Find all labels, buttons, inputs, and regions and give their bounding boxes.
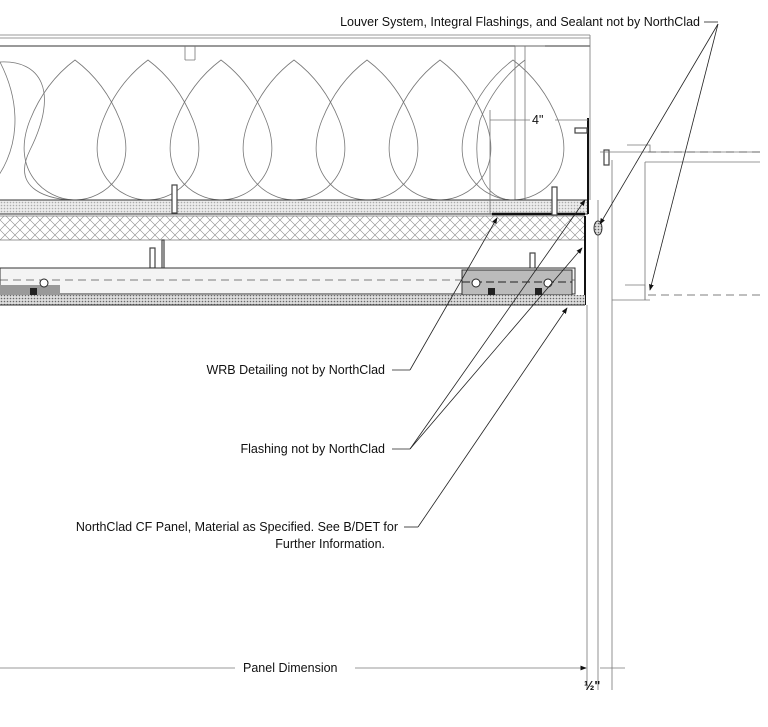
- batt-insulation: [0, 59, 565, 201]
- panel-note-line1: NorthClad CF Panel, Material as Specifie…: [76, 520, 398, 534]
- fasteners: [149, 127, 610, 272]
- panel-assembly: [0, 267, 585, 306]
- dimension-offset-label: 4": [532, 113, 543, 127]
- louver-note: Louver System, Integral Flashings, and S…: [340, 15, 700, 29]
- callout-louver: Louver System, Integral Flashings, and S…: [340, 15, 719, 291]
- dimension-4in: 4": [489, 110, 588, 214]
- panel-dimension-label: Panel Dimension: [243, 661, 338, 675]
- wall-top-layers: [0, 34, 591, 200]
- panel-note-line2: Further Information.: [275, 537, 385, 551]
- gap-dimension-label: ½": [584, 679, 600, 693]
- louver-frame: [593, 144, 760, 690]
- wrb-note: WRB Detailing not by NorthClad: [206, 363, 385, 377]
- callout-wrb: WRB Detailing not by NorthClad: [206, 217, 498, 377]
- flashing-note: Flashing not by NorthClad: [240, 442, 385, 456]
- sheathing-layers: [0, 118, 589, 305]
- callout-panel: NorthClad CF Panel, Material as Specifie…: [76, 307, 568, 551]
- callout-flashing: Flashing not by NorthClad: [240, 199, 586, 456]
- dimension-panel: Panel Dimension ½": [0, 305, 625, 693]
